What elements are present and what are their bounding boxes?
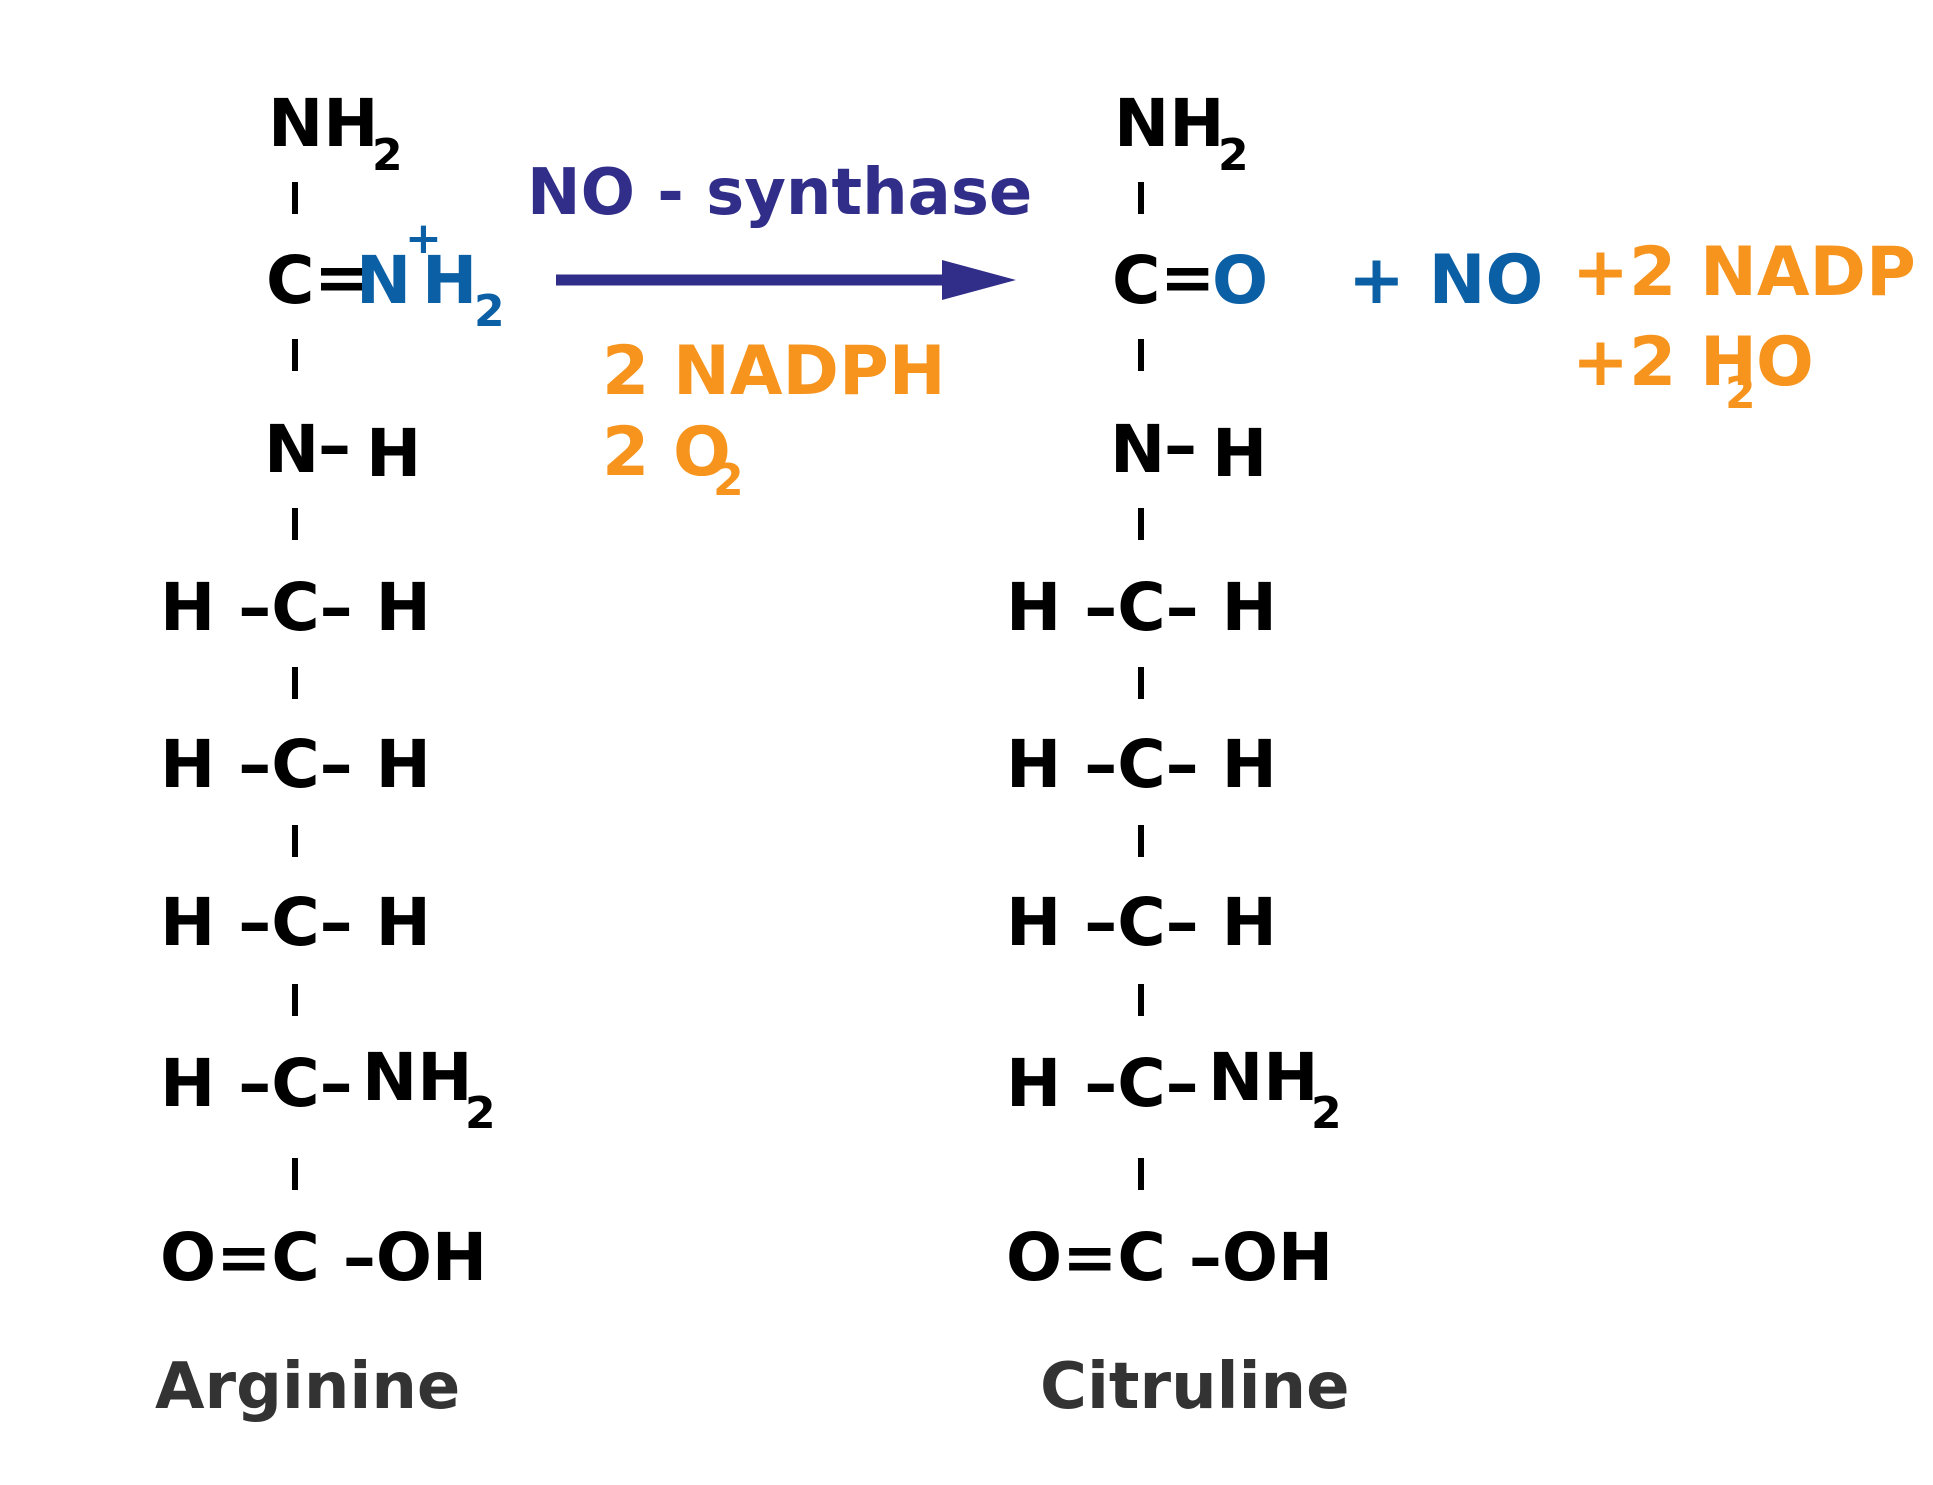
cit-methylene-1: H –C– H <box>1006 569 1277 646</box>
arg-methylene-1: H –C– H <box>160 569 431 646</box>
cit-alpha-amine: NH <box>1208 1039 1318 1116</box>
cit-nh-nitrogen: N <box>1110 411 1165 488</box>
arg-nh-bond: – <box>318 407 351 484</box>
arg-alpha-carbon: H –C– <box>160 1045 353 1122</box>
arg-alpha-amine-subscript: 2 <box>465 1088 496 1139</box>
arg-alpha-amine: NH <box>362 1039 472 1116</box>
arginine-structure: NH 2 C = N + H 2 N – H H –C– H H –C– H H… <box>155 85 505 1424</box>
arg-nh-hydrogen: H <box>366 415 421 492</box>
cit-carbonyl-oxygen: O <box>1212 242 1268 319</box>
arg-top-amine: NH <box>268 85 378 162</box>
arg-methylene-3: H –C– H <box>160 884 431 961</box>
product-nadp: +2 NADP <box>1572 233 1916 312</box>
cit-carbonyl-carbon: C <box>1112 242 1160 319</box>
arg-nh-nitrogen: N <box>264 411 319 488</box>
arginine-label: Arginine <box>155 1350 460 1424</box>
cit-top-amine: NH <box>1114 85 1224 162</box>
arg-carboxyl: O=C –OH <box>160 1219 487 1296</box>
arg-imine-nitrogen: N <box>356 242 411 319</box>
cofactor-oxygen: 2 O <box>602 413 731 492</box>
cofactor-nadph: 2 NADPH <box>602 332 946 411</box>
citruline-structure: NH 2 C = O N – H H –C– H H –C– H H –C– H… <box>1006 85 1349 1424</box>
cofactor-oxygen-subscript: 2 <box>713 455 744 506</box>
cit-methylene-2: H –C– H <box>1006 726 1277 803</box>
arg-positive-charge: + <box>405 213 442 264</box>
product-water-oxygen: O <box>1756 323 1814 402</box>
product-water-subscript: 2 <box>1725 368 1756 419</box>
cit-carboxyl: O=C –OH <box>1006 1219 1333 1296</box>
arg-methylene-2: H –C– H <box>160 726 431 803</box>
enzyme-label: NO - synthase <box>527 156 1032 230</box>
side-products: + NO +2 NADP +2 H 2 O <box>1348 233 1916 419</box>
cit-nh-bond: – <box>1164 407 1197 484</box>
arg-imine-hydrogen: H <box>422 242 477 319</box>
cit-nh-hydrogen: H <box>1212 415 1267 492</box>
reaction-arrow-head <box>942 260 1016 300</box>
arg-double-bond: = <box>314 239 369 316</box>
product-water: +2 H <box>1572 323 1757 402</box>
arg-guanidino-carbon: C <box>266 242 314 319</box>
cit-methylene-3: H –C– H <box>1006 884 1277 961</box>
cit-alpha-amine-subscript: 2 <box>1311 1088 1342 1139</box>
arg-imine-subscript: 2 <box>474 286 505 337</box>
citruline-label: Citruline <box>1040 1350 1349 1424</box>
cit-double-bond: = <box>1160 239 1215 316</box>
cit-alpha-carbon: H –C– <box>1006 1045 1199 1122</box>
reaction-arrow-group: NO - synthase 2 NADPH 2 O 2 <box>527 156 1032 506</box>
product-nitric-oxide: + NO <box>1348 241 1543 320</box>
cit-top-amine-subscript: 2 <box>1218 130 1249 181</box>
arg-top-amine-subscript: 2 <box>372 130 403 181</box>
